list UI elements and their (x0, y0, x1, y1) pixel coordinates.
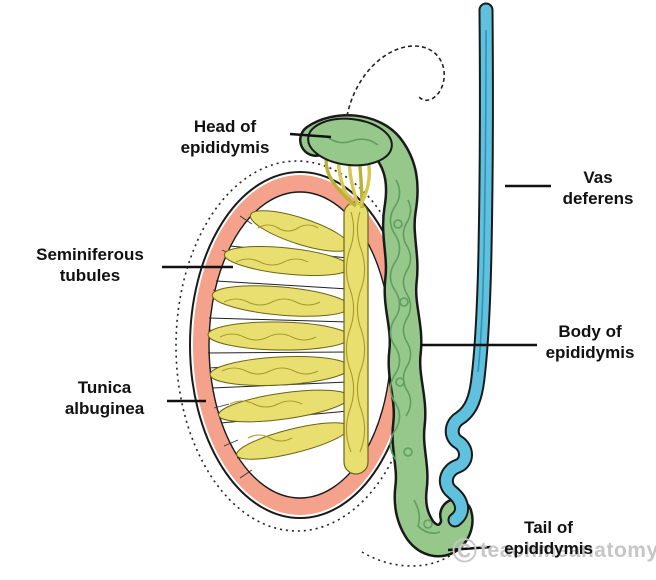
label-line: Tail of (524, 518, 573, 537)
label-line: deferens (562, 189, 634, 209)
watermark: © teachmeanatomy (452, 534, 656, 568)
scrotal-dotted-arc (361, 549, 459, 567)
label-seminiferous-tubules: Seminiferous tubules (15, 244, 165, 287)
label-line: Vas (583, 168, 613, 187)
label-line: Tunica (77, 378, 132, 397)
label-line: epididymis (504, 539, 593, 559)
label-line: albuginea (64, 399, 145, 419)
label-line: Seminiferous (36, 245, 144, 264)
label-line: Head of (193, 117, 257, 136)
leader-line-tail (447, 545, 492, 552)
label-body-of-epididymis: Body of epididymis (530, 321, 650, 364)
leader-lines (162, 132, 551, 552)
label-head-of-epididymis: Head of epididymis (155, 116, 295, 159)
watermark-text: teachmeanatomy (480, 539, 656, 562)
tubule-texture (219, 224, 321, 442)
label-line: Body of (558, 322, 622, 341)
cord-dotted-hook (346, 45, 446, 117)
vas-deferens (438, 2, 494, 528)
rete-testis (343, 201, 369, 475)
label-tail-of-epididymis: Tail of epididymis (496, 517, 601, 560)
label-line: epididymis (545, 343, 635, 363)
epididymis (299, 114, 474, 558)
label-tunica-albuginea: Tunica albuginea (42, 377, 167, 420)
copyright-icon: © (452, 532, 478, 570)
epididymis-texture (325, 135, 441, 534)
leader-line-head (289, 132, 332, 139)
label-line: tubules (59, 266, 121, 286)
label-line: epididymis (180, 138, 270, 158)
label-vas-deferens: Vas deferens (548, 167, 648, 210)
